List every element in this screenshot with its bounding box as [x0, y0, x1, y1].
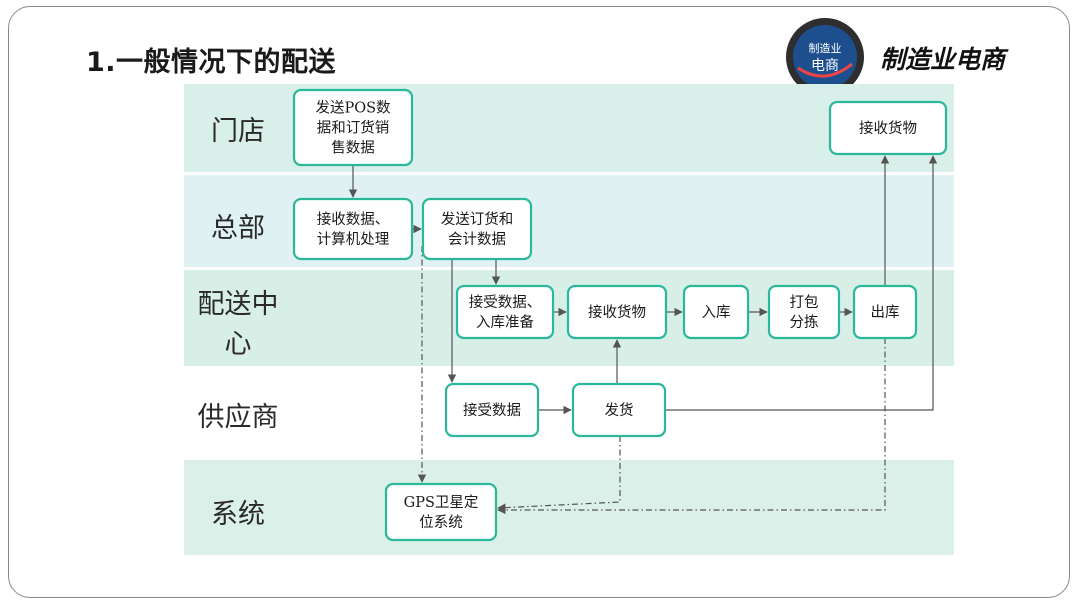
lane-label-dc: 心 — [225, 329, 252, 360]
node-label-hq_receive: 计算机处理 — [317, 231, 390, 248]
node-label-dc_receive_data: 入库准备 — [476, 314, 534, 331]
edge-receive_goods_store-to-gps — [497, 338, 886, 515]
lane-label-system: 系统 — [211, 499, 265, 530]
logo-swoosh — [797, 62, 853, 78]
lane-label-store: 门店 — [211, 116, 265, 147]
slide-title: 1.一般情况下的配送 — [86, 47, 337, 78]
node-box-dc_instock — [682, 284, 750, 340]
node-label-dc_pack: 打包 — [790, 294, 819, 311]
node-label-send_pos: 据和订货销 — [317, 120, 390, 137]
node-label-dc_receive_goods: 接收货物 — [588, 304, 646, 321]
node-dc_outstock: 出库 — [852, 284, 918, 340]
node-label-receive_goods_store: 接收货物 — [859, 120, 917, 137]
node-box-dc_receive_data — [455, 284, 555, 340]
node-label-gps: 位系统 — [419, 514, 463, 531]
node-box-hq_send — [421, 197, 533, 261]
node-box-sup_receive — [444, 382, 540, 438]
node-sup_receive: 接受数据 — [444, 382, 540, 438]
node-label-gps: GPS卫星定 — [404, 494, 479, 511]
node-sup_ship: 发货 — [571, 382, 667, 438]
node-label-send_pos: 售数据 — [331, 140, 375, 157]
node-box-dc_receive_goods — [566, 284, 668, 340]
node-label-sup_ship: 发货 — [605, 402, 634, 419]
node-label-dc_instock: 入库 — [702, 304, 731, 321]
lane-band-supplier — [184, 366, 954, 460]
node-label-hq_receive: 接收数据、 — [317, 211, 390, 228]
node-box-dc_outstock — [852, 284, 918, 340]
node-hq_receive: 接收数据、计算机处理 — [292, 197, 414, 261]
node-label-dc_receive_data: 接受数据、 — [469, 294, 542, 311]
lane-label-dc: 配送中 — [198, 289, 279, 320]
brand-logo: 制造业 电商 — [786, 18, 864, 96]
logo-text-bottom: 电商 — [811, 58, 839, 74]
node-label-hq_send: 发送订货和 — [441, 211, 514, 228]
node-receive_goods_store: 接收货物 — [828, 100, 948, 156]
node-label-hq_send: 会计数据 — [448, 231, 506, 248]
node-dc_receive_data: 接受数据、入库准备 — [455, 284, 555, 340]
lane-band-system — [184, 460, 954, 555]
lane-label-supplier: 供应商 — [198, 402, 279, 433]
node-label-sup_receive: 接受数据 — [463, 402, 521, 419]
node-dc_instock: 入库 — [682, 284, 750, 340]
brand-name: 制造业电商 — [880, 45, 1006, 74]
node-dc_receive_goods: 接收货物 — [566, 284, 668, 340]
node-box-gps — [384, 482, 498, 542]
node-box-hq_receive — [292, 197, 414, 261]
node-label-dc_pack: 分拣 — [790, 314, 819, 331]
node-box-sup_ship — [571, 382, 667, 438]
edge-sup_ship-to-receive_goods_store — [665, 155, 938, 411]
node-label-dc_outstock: 出库 — [871, 304, 900, 321]
logo-text-top: 制造业 — [809, 41, 842, 55]
node-box-receive_goods_store — [828, 100, 948, 156]
node-label-send_pos: 发送POS数 — [315, 100, 391, 117]
node-box-dc_pack — [767, 284, 841, 340]
lane-label-hq: 总部 — [211, 213, 265, 244]
node-box-send_pos — [292, 88, 414, 167]
